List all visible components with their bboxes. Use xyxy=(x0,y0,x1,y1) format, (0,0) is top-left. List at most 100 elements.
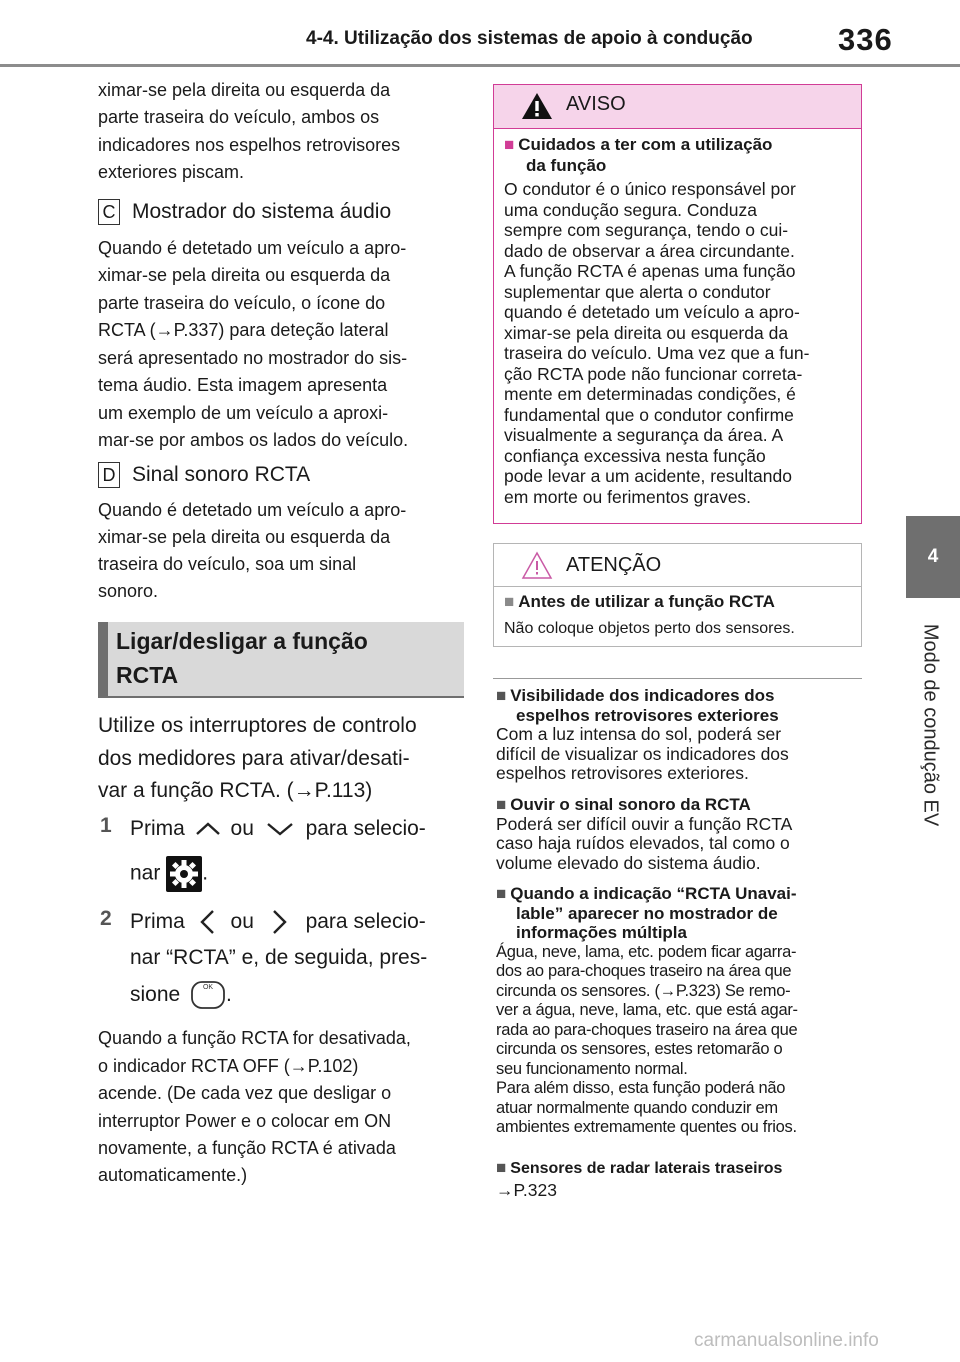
warning-heading-text: Cuidados a ter com a utilização xyxy=(518,135,773,154)
instruction-line: dos medidores para ativar/desati- xyxy=(98,747,410,770)
step-2-or: ou xyxy=(230,910,254,933)
note-visibility: ■Visibilidade dos indicadores dos espelh… xyxy=(496,686,866,784)
caution-header: ATENÇÃO xyxy=(494,544,861,587)
ok-label: OK xyxy=(202,984,214,992)
note-line: novamente, a função RCTA é ativada xyxy=(98,1138,396,1158)
warning-body-line: uma condução segura. Conduza xyxy=(504,199,757,220)
note-visibility-heading-line2: espelhos retrovisores exteriores xyxy=(516,705,779,725)
item-d-line: sonoro. xyxy=(98,581,159,601)
step-1-line1: Prima ou para selecio- xyxy=(130,814,426,844)
item-d-title: Sinal sonoro RCTA xyxy=(132,463,311,486)
note-sensors-heading: ■Sensores de radar laterais traseiros xyxy=(496,1158,866,1179)
item-d-letter: D xyxy=(98,462,120,488)
step-2-text-sione: sione xyxy=(130,983,181,1006)
caution-title: ATENÇÃO xyxy=(566,554,662,576)
note-unavailable-line: dos ao para-choques traseiro na área que xyxy=(496,962,792,980)
note-unavailable: ■Quando a indicação “RCTA Unavai- lable”… xyxy=(496,884,866,1138)
step-2-period: . xyxy=(226,983,232,1006)
square-bullet-icon: ■ xyxy=(496,884,507,903)
note-unavailable-heading: ■Quando a indicação “RCTA Unavai- xyxy=(496,884,866,904)
item-c-line: parte traseira do veículo, o ícone do xyxy=(98,293,386,313)
note-sound-line: caso haja ruídos elevados, tal como o xyxy=(496,833,790,853)
item-c-line: Quando é detetado um veículo a apro- xyxy=(98,238,407,258)
chevron-down-icon xyxy=(266,823,293,837)
section-heading-line2: RCTA xyxy=(116,662,179,688)
chevron-left-icon xyxy=(199,910,214,935)
note-unavailable-heading-text: Quando a indicação “RCTA Unavai- xyxy=(510,884,797,903)
warning-body-line: suplementar que alerta o condutor xyxy=(504,281,771,302)
caution-text: Não coloque objetos perto dos sensores. xyxy=(504,619,795,637)
item-c-letter: C xyxy=(98,199,120,225)
step-1-text-nar: nar xyxy=(130,861,161,885)
caution-box: ATENÇÃO ■Antes de utilizar a função RCTA… xyxy=(493,543,862,647)
warning-body-line: O condutor é o único responsável por xyxy=(504,179,796,199)
instruction-line: Utilize os interruptores de controlo xyxy=(98,714,417,737)
square-bullet-icon: ■ xyxy=(496,686,507,705)
item-c-line: um exemplo de um veículo a aproxi- xyxy=(98,403,389,423)
note-line: acende. (De cada vez que desligar o xyxy=(98,1083,392,1103)
caution-body: ■Antes de utilizar a função RCTA Não col… xyxy=(504,592,849,639)
warning-body-line: em morte ou ferimentos graves. xyxy=(504,486,752,507)
section-title: 4-4. Utilização dos sistemas de apoio à … xyxy=(306,28,753,49)
intro-line: parte traseira do veículo, ambos os xyxy=(98,107,380,127)
item-c-line: RCTA (→P.337) para deteção lateral xyxy=(98,320,389,340)
note-visibility-heading-text: Visibilidade dos indicadores dos xyxy=(510,686,775,705)
note-unavailable-line: atuar normalmente quando conduzir em xyxy=(496,1098,778,1117)
warning-body-line: mente em determinadas condições, é xyxy=(504,384,796,404)
step-1-or: ou xyxy=(230,817,254,840)
caution-triangle-icon xyxy=(521,551,553,579)
square-bullet-icon: ■ xyxy=(504,592,515,611)
ok-button-icon: OK xyxy=(190,980,226,1010)
warning-header: AVISO xyxy=(494,85,861,129)
notes-divider xyxy=(493,678,862,679)
step-1-text: Prima xyxy=(130,817,185,840)
note-sound-line: Poderá ser difícil ouvir a função RCTA xyxy=(496,813,793,834)
note-unavailable-heading-line2: lable” aparecer no mostrador de xyxy=(516,903,778,923)
note-sensors: ■Sensores de radar laterais traseiros →P… xyxy=(496,1158,866,1200)
intro-line: ximar-se pela direita ou esquerda da xyxy=(98,80,391,100)
note-unavailable-heading-line3: informações múltipla xyxy=(516,923,687,942)
note-line: automaticamente.) xyxy=(98,1165,248,1185)
chapter-number-tab: 4 xyxy=(906,516,960,598)
warning-body-line: quando é detetado um veículo a apro- xyxy=(504,302,800,322)
warning-body-line: dado de observar a área circundante. xyxy=(504,240,795,261)
warning-heading-line2: da função xyxy=(526,155,607,175)
note-sensors-heading-text: Sensores de radar laterais traseiros xyxy=(510,1160,783,1177)
step-2-text: Prima xyxy=(130,910,185,933)
item-d-line: ximar-se pela direita ou esquerda da xyxy=(98,527,391,547)
chapter-label-text: Modo de condução EV xyxy=(919,623,942,827)
item-c-line: ximar-se pela direita ou esquerda da xyxy=(98,265,391,285)
chevron-right-icon xyxy=(272,910,287,935)
warning-heading-line1: ■Cuidados a ter com a utilização xyxy=(504,135,849,156)
intro-line: exteriores piscam. xyxy=(98,162,245,182)
step-1-period: . xyxy=(202,861,209,885)
settings-gear-icon xyxy=(166,856,203,892)
item-c-heading: C Mostrador do sistema áudio xyxy=(98,198,391,226)
item-c-title: Mostrador do sistema áudio xyxy=(132,200,392,223)
square-bullet-icon: ■ xyxy=(496,795,507,814)
note-unavailable-line: ver a água, neve, lama, etc. que está ag… xyxy=(496,1001,798,1019)
item-d-heading: D Sinal sonoro RCTA xyxy=(98,461,310,489)
square-bullet-icon: ■ xyxy=(504,135,515,154)
step-2-line3: sione OK . xyxy=(130,980,232,1010)
note-line: Quando a função RCTA for desativada, xyxy=(98,1028,411,1048)
item-c-line: mar-se por ambos os lados do veículo. xyxy=(98,430,409,450)
warning-body-line: traseira do veículo. Uma vez que a fun- xyxy=(504,343,810,363)
warning-body-line: pode levar a um acidente, resultando xyxy=(504,466,792,486)
warning-triangle-icon xyxy=(522,93,552,119)
note-sound: ■Ouvir o sinal sonoro da RCTA Poderá ser… xyxy=(496,795,866,873)
warning-title: AVISO xyxy=(566,93,626,115)
warning-body-line: visualmente a segurança da área. A xyxy=(504,425,784,445)
note-sensors-ref: →P.323 xyxy=(496,1179,557,1200)
section-heading-box: Ligar/desligar a função RCTA xyxy=(98,622,464,698)
warning-body-line: A função RCTA é apenas uma função xyxy=(504,261,796,281)
caution-heading-text: Antes de utilizar a função RCTA xyxy=(518,592,775,611)
caution-heading: ■Antes de utilizar a função RCTA xyxy=(504,592,849,613)
warning-body-line: sempre com segurança, tendo o cui- xyxy=(504,220,789,240)
note-line: interruptor Power e o colocar em ON xyxy=(98,1111,392,1131)
note-unavailable-line: circunda os sensores, estes retomarão o xyxy=(496,1040,783,1058)
note-visibility-line: Com a luz intensa do sol, poderá ser xyxy=(496,724,782,744)
step-2-line1: Prima ou para selecio- xyxy=(130,907,426,937)
note-unavailable-line: Para além disso, esta função poderá não xyxy=(496,1079,786,1097)
square-bullet-icon: ■ xyxy=(496,1158,507,1177)
